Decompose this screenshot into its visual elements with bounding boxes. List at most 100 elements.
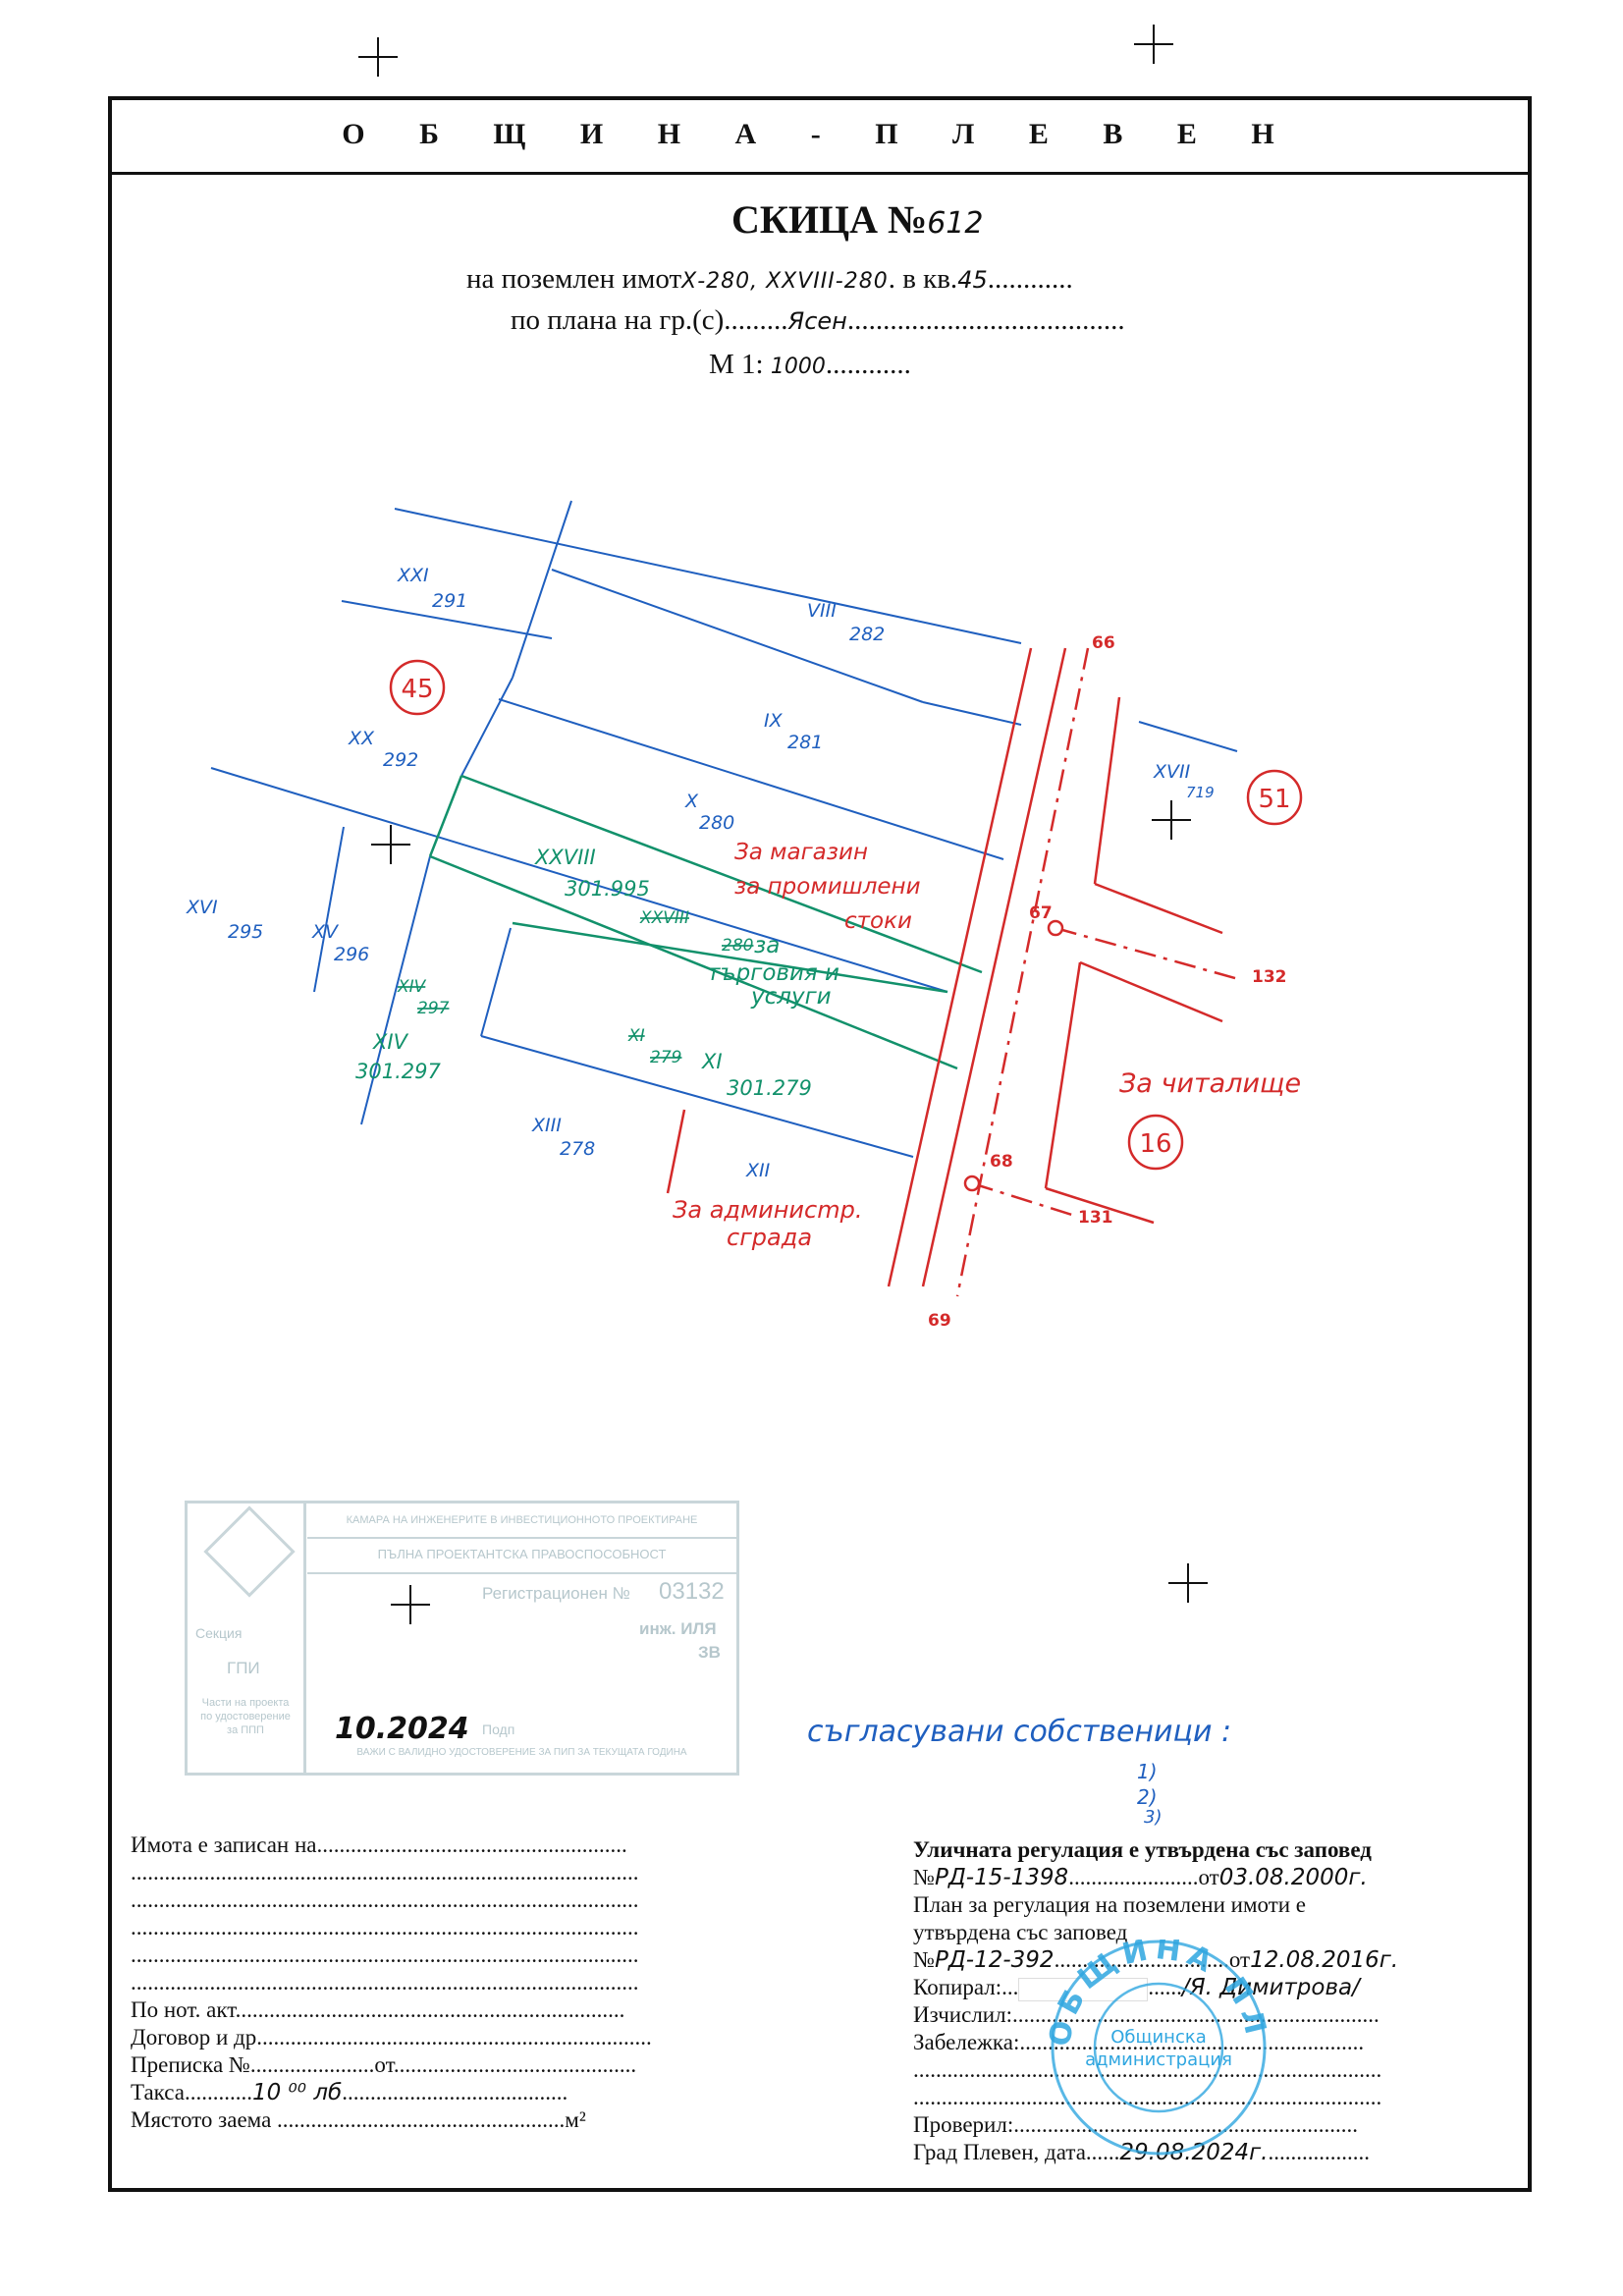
transcript-from-label: от [374, 2052, 394, 2077]
fee-label: Такса [131, 2080, 185, 2105]
new-parcel-roman: XI [701, 1050, 723, 1073]
parcel-number: 280 [699, 812, 734, 834]
order2-number: РД-12-392 [934, 1947, 1055, 1973]
parcel-number: 278 [560, 1138, 595, 1160]
point-label: 67 [1029, 903, 1053, 923]
left-form: Имота е записан на......................… [131, 1832, 652, 2132]
point-label: 131 [1078, 1208, 1113, 1228]
block-number: 45 [957, 266, 988, 294]
parcel-number: 281 [787, 732, 823, 753]
new-parcel-number: 301.995 [565, 877, 650, 901]
parcel-roman: XIII [531, 1115, 562, 1136]
purpose-label: сграда [727, 1224, 812, 1251]
new-parcel-roman: XIV [372, 1030, 409, 1054]
purpose-label: За админисmр. [673, 1196, 862, 1224]
notary-act-label: По нот. акт [131, 1997, 236, 2022]
property-line: на поземлен имотХ-280, XXVIII-280. в кв.… [466, 263, 1073, 295]
sheet-frame [108, 96, 1532, 2192]
parcel-number: 296 [334, 944, 369, 965]
area-label: Мястото заема [131, 2107, 272, 2132]
plan-prefix: по плана на [511, 304, 653, 336]
parcel-roman: XV [311, 921, 340, 943]
stamp-name2: ЗВ [698, 1643, 721, 1662]
order1-no-label: № [913, 1865, 935, 1889]
parcel-roman: XX [348, 728, 375, 749]
stamp-section: Секция [195, 1625, 243, 1641]
parcel-roman: XXI [397, 565, 429, 586]
block-circle-51 [1246, 769, 1303, 826]
point-label: 66 [1092, 633, 1115, 653]
struck-label: 280 [722, 936, 753, 956]
calculated-label: Изчислил: [913, 2002, 1012, 2027]
sketch-title-label: СКИЦА № [731, 197, 928, 242]
stamp-parts2: по удостоверение [200, 1711, 291, 1722]
block-label-51: 51 [1258, 785, 1290, 814]
copied-label: Копирал: [913, 1975, 1002, 1999]
point-label: 69 [928, 1311, 951, 1331]
stamp-inner-1: Общинска [1110, 2027, 1207, 2048]
property-prefix: на поземлен имот [466, 263, 682, 295]
struck-label: XXVIII [639, 908, 689, 928]
point-label: 132 [1252, 967, 1287, 987]
copied-value: /Я. Димитрова/ [1181, 1975, 1360, 2000]
order1-date: 03.08.2000г. [1218, 1865, 1368, 1890]
owners-item-1: 1) [1137, 1760, 1158, 1783]
order1-from-label: от [1198, 1865, 1219, 1889]
stamp-inner-2: администрация [1085, 2050, 1232, 2070]
note-label: Забележка: [913, 2030, 1020, 2054]
parcel-roman: XVI [186, 897, 218, 918]
contract-label: Договор и др [131, 2025, 257, 2050]
parcel-boundaries [210, 500, 1238, 1158]
order2-no-label: № [913, 1947, 935, 1972]
parcel-number: 282 [849, 624, 885, 645]
scale-prefix: М 1: [709, 349, 764, 380]
fee-value: 10 ⁰⁰ лб [251, 2080, 343, 2105]
new-parcel-number: 301.297 [355, 1060, 441, 1083]
engineer-stamp: КАМАРА НА ИНЖЕНЕРИТЕ В ИНВЕСТИЦИОННОТО П… [185, 1501, 739, 1776]
plan-regulation-label-1: План за регулация на поземлени имоти е [913, 1892, 1307, 1917]
parcel-roman: X [684, 791, 699, 812]
municipality-name: О Б Щ И Н А - П Л Е В Е Н [342, 117, 1298, 150]
struck-label: XIV [397, 977, 427, 997]
owners-item-2: 2) [1137, 1785, 1158, 1809]
right-form: Уличната регулация е утвърдена със запов… [913, 1836, 1448, 2166]
purpose-label: за промишлени [734, 874, 921, 900]
transcript-label: Преписка № [131, 2052, 250, 2077]
redacted-box [1018, 1977, 1149, 2001]
new-parcel-number: 301.279 [727, 1076, 812, 1100]
parcel-number: 719 [1186, 784, 1215, 801]
recorded-label: Имота е записан на [131, 1832, 317, 1857]
point-label: 68 [990, 1152, 1013, 1172]
place-type: гр.(с) [659, 304, 725, 336]
block-label-16: 16 [1139, 1129, 1171, 1159]
stamp-name1: инж. ИЛЯ [639, 1619, 717, 1638]
sketch-number: 612 [927, 206, 984, 241]
checked-label: Проверил: [913, 2112, 1014, 2137]
new-parcel-roman: XXVIII [534, 846, 596, 869]
owners-item-3: 3) [1144, 1807, 1163, 1828]
municipality-header: О Б Щ И Н А - П Л Е В Е Н [108, 96, 1532, 175]
stamp-parts3: за ППП [227, 1724, 264, 1736]
purpose-label: услуги [750, 984, 832, 1010]
purpose-label: търговия и [707, 960, 839, 986]
scale-value: 1000 [770, 355, 826, 379]
parcel-number: 291 [432, 590, 467, 612]
stamp-chamber: КАМАРА НА ИНЖЕНЕРИТЕ В ИНВЕСТИЦИОННОТО П… [307, 1503, 736, 1539]
parcel-roman: XII [745, 1160, 771, 1181]
area-unit: м² [565, 2107, 586, 2132]
parcel-number: 295 [228, 921, 263, 943]
property-value: Х-280, XXVIII-280 [681, 269, 889, 294]
purpose-label: За читалище [1119, 1068, 1301, 1099]
stamp-capacity: ПЪЛНА ПРОЕКТАНТСКА ПРАВОСПОСОБНОСТ [307, 1537, 736, 1574]
sketch-title: СКИЦА №612 [731, 196, 983, 243]
block-label-45: 45 [401, 675, 433, 704]
purpose-label: За магазин [734, 840, 868, 865]
block-prefix: в кв. [902, 263, 958, 295]
scale-line: М 1: 1000............ [709, 349, 911, 380]
order2-date: 12.08.2016г. [1250, 1947, 1399, 1973]
new-regulation-lines [428, 774, 983, 1070]
stamp-reg-label: Регистрационен № [482, 1584, 630, 1603]
